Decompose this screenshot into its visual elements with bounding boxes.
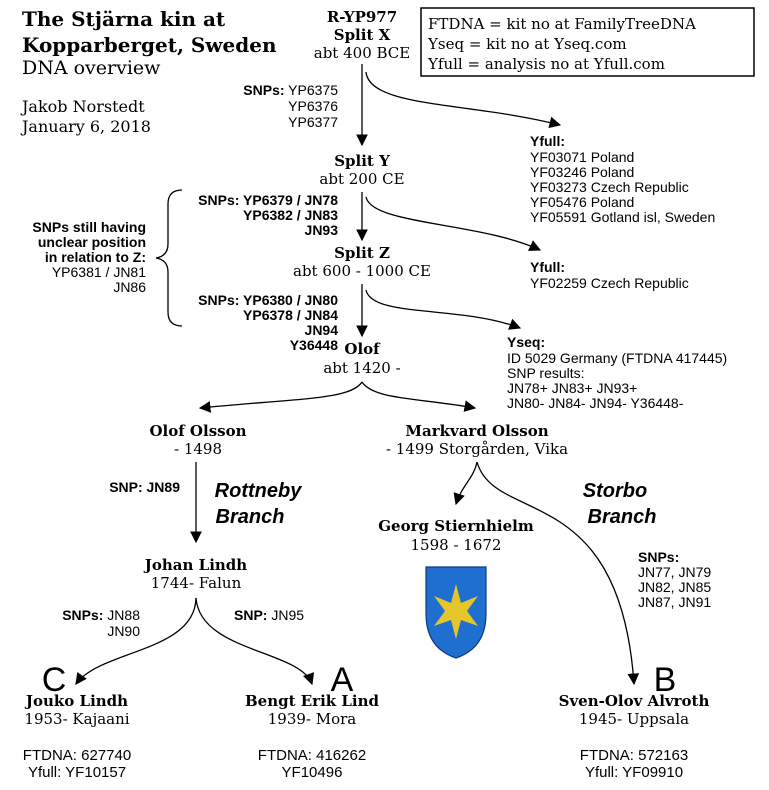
node-olof-date: abt 1420 - bbox=[323, 359, 400, 377]
node-root-haplogroup: R-YP977 bbox=[327, 8, 397, 26]
node-sven-olov-alvroth: Sven-Olov Alvroth bbox=[559, 692, 710, 710]
unclear-bracket bbox=[155, 189, 183, 327]
snps-y-z-line-1: SNPs: YP6379 / JN78 bbox=[198, 192, 338, 208]
snp-bengt: SNP: JN95 bbox=[234, 607, 304, 623]
node-olof: Olof bbox=[344, 340, 381, 358]
yfull-y-line-1: YF02259 Czech Republic bbox=[530, 275, 689, 291]
snp-olof-olsson-johan: SNP: JN89 bbox=[109, 479, 180, 495]
branch-rottneby-line-2: Branch bbox=[216, 506, 285, 528]
bengt-ftdna: FTDNA: 416262 bbox=[258, 747, 366, 764]
yfull-x-line-3: YF03273 Czech Republic bbox=[530, 179, 689, 195]
branch-storbo-line-2: Branch bbox=[588, 506, 657, 528]
snps-sven-label: SNPs: bbox=[638, 549, 679, 565]
node-split-z-date: abt 600 - 1000 CE bbox=[293, 262, 431, 280]
edge-olof-to-olof-olsson bbox=[198, 381, 363, 413]
title-line-2: Kopparberget, Sweden bbox=[22, 33, 277, 57]
node-markvard-olsson: Markvard Olsson bbox=[405, 422, 548, 440]
node-johan-lindh-date: 1744- Falun bbox=[151, 574, 242, 592]
snps-sven-line-1: JN77, JN79 bbox=[638, 564, 711, 580]
unclear-line-5: JN86 bbox=[113, 279, 146, 295]
edge-z-to-yseq bbox=[365, 289, 522, 330]
snps-z-olof-line-3: JN94 bbox=[305, 322, 339, 338]
jouko-ftdna: FTDNA: 627740 bbox=[23, 747, 131, 764]
subtitle: DNA overview bbox=[22, 57, 161, 79]
edge-x-to-yfull bbox=[365, 71, 562, 129]
node-georg-stiernhielm: Georg Stiernhielm bbox=[378, 517, 534, 535]
edge-markvard-to-georg bbox=[453, 461, 478, 506]
yfull-x-label: Yfull: bbox=[530, 133, 565, 149]
node-root-date: abt 400 BCE bbox=[314, 44, 410, 62]
legend-yseq: Yseq = kit no at Yseq.com bbox=[427, 35, 627, 53]
yfull-x-line-1: YF03071 Poland bbox=[530, 149, 634, 165]
node-olof-olsson-date: - 1498 bbox=[174, 440, 222, 458]
node-johan-lindh: Johan Lindh bbox=[143, 556, 247, 574]
title-line-1: The Stjärna kin at bbox=[22, 7, 226, 31]
node-split-z: Split Z bbox=[334, 244, 390, 262]
unclear-line-2: unclear position bbox=[38, 234, 146, 250]
branch-storbo-line-1: Storbo bbox=[583, 480, 647, 502]
snps-x-y-line-2: YP6376 bbox=[288, 98, 338, 114]
yseq-line-2: SNP results: bbox=[507, 365, 585, 381]
yseq-line-1: ID 5029 Germany (FTDNA 417445) bbox=[507, 350, 727, 366]
snps-z-olof-line-2: YP6378 / JN84 bbox=[243, 307, 338, 323]
snps-z-olof-line-1: SNPs: YP6380 / JN80 bbox=[198, 292, 338, 308]
snps-jouko-line-1: SNPs: JN88 bbox=[62, 607, 140, 623]
yseq-line-4: JN80- JN84- JN94- Y36448- bbox=[507, 395, 684, 411]
legend-box bbox=[420, 7, 755, 77]
haplogroup-letter-a: A bbox=[331, 661, 354, 699]
snps-sven-line-3: JN87, JN91 bbox=[638, 594, 711, 610]
unclear-line-3: in relation to Z: bbox=[45, 249, 146, 265]
jouko-yfull: Yfull: YF10157 bbox=[28, 764, 126, 781]
node-bengt-erik-lind-date: 1939- Mora bbox=[268, 710, 357, 728]
node-markvard-olsson-date: - 1499 Storgården, Vika bbox=[386, 440, 568, 458]
yfull-x-line-5: YF05591 Gotland isl, Sweden bbox=[530, 209, 715, 225]
node-georg-stiernhielm-date: 1598 - 1672 bbox=[411, 536, 502, 554]
sven-ftdna: FTDNA: 572163 bbox=[580, 747, 688, 764]
haplogroup-letter-b: B bbox=[654, 661, 677, 699]
yfull-x-line-2: YF03246 Poland bbox=[530, 164, 634, 180]
node-root-split: Split X bbox=[334, 26, 391, 44]
edge-johan-to-jouko bbox=[75, 597, 197, 685]
unclear-line-1: SNPs still having bbox=[32, 219, 146, 235]
snps-y-z-line-3: JN93 bbox=[305, 222, 339, 238]
stiernhielm-shield-icon bbox=[425, 566, 487, 659]
unclear-line-4: YP6381 / JN81 bbox=[52, 264, 146, 280]
bengt-yfull: YF10496 bbox=[282, 764, 343, 781]
yseq-line-3: JN78+ JN83+ JN93+ bbox=[507, 380, 637, 396]
node-jouko-lindh-date: 1953- Kajaani bbox=[24, 710, 129, 728]
yfull-x-line-4: YF05476 Poland bbox=[530, 194, 634, 210]
haplogroup-letter-c: C bbox=[42, 661, 67, 699]
author-name: Jakob Norstedt bbox=[20, 97, 145, 116]
yseq-label: Yseq: bbox=[507, 334, 545, 350]
snps-jouko-line-2: JN90 bbox=[107, 623, 140, 639]
legend-ftdna: FTDNA = kit no at FamilyTreeDNA bbox=[428, 15, 696, 33]
sven-yfull: Yfull: YF09910 bbox=[585, 764, 683, 781]
edge-olof-to-markvard bbox=[361, 381, 477, 412]
branch-rottneby-line-1: Rottneby bbox=[215, 480, 303, 502]
snps-x-y-line-1: SNPs: YP6375 bbox=[243, 82, 338, 98]
author-date: January 6, 2018 bbox=[20, 117, 151, 136]
edge-johan-to-bengt bbox=[195, 597, 314, 686]
node-split-y: Split Y bbox=[334, 152, 390, 170]
edge-y-to-yfull bbox=[365, 196, 542, 251]
snps-sven-line-2: JN82, JN85 bbox=[638, 579, 711, 595]
node-split-y-date: abt 200 CE bbox=[319, 170, 404, 188]
node-bengt-erik-lind: Bengt Erik Lind bbox=[245, 692, 380, 710]
yfull-y-label: Yfull: bbox=[530, 259, 565, 275]
snps-y-z-line-2: YP6382 / JN83 bbox=[243, 207, 338, 223]
legend-yfull: Yfull = analysis no at Yfull.com bbox=[427, 55, 665, 73]
edge-markvard-to-sven bbox=[476, 461, 640, 686]
snps-z-olof-line-4: Y36448 bbox=[290, 337, 338, 353]
node-olof-olsson: Olof Olsson bbox=[149, 422, 246, 440]
snps-x-y-line-3: YP6377 bbox=[288, 114, 338, 130]
node-sven-olov-alvroth-date: 1945- Uppsala bbox=[579, 710, 689, 728]
node-jouko-lindh: Jouko Lindh bbox=[24, 692, 128, 710]
